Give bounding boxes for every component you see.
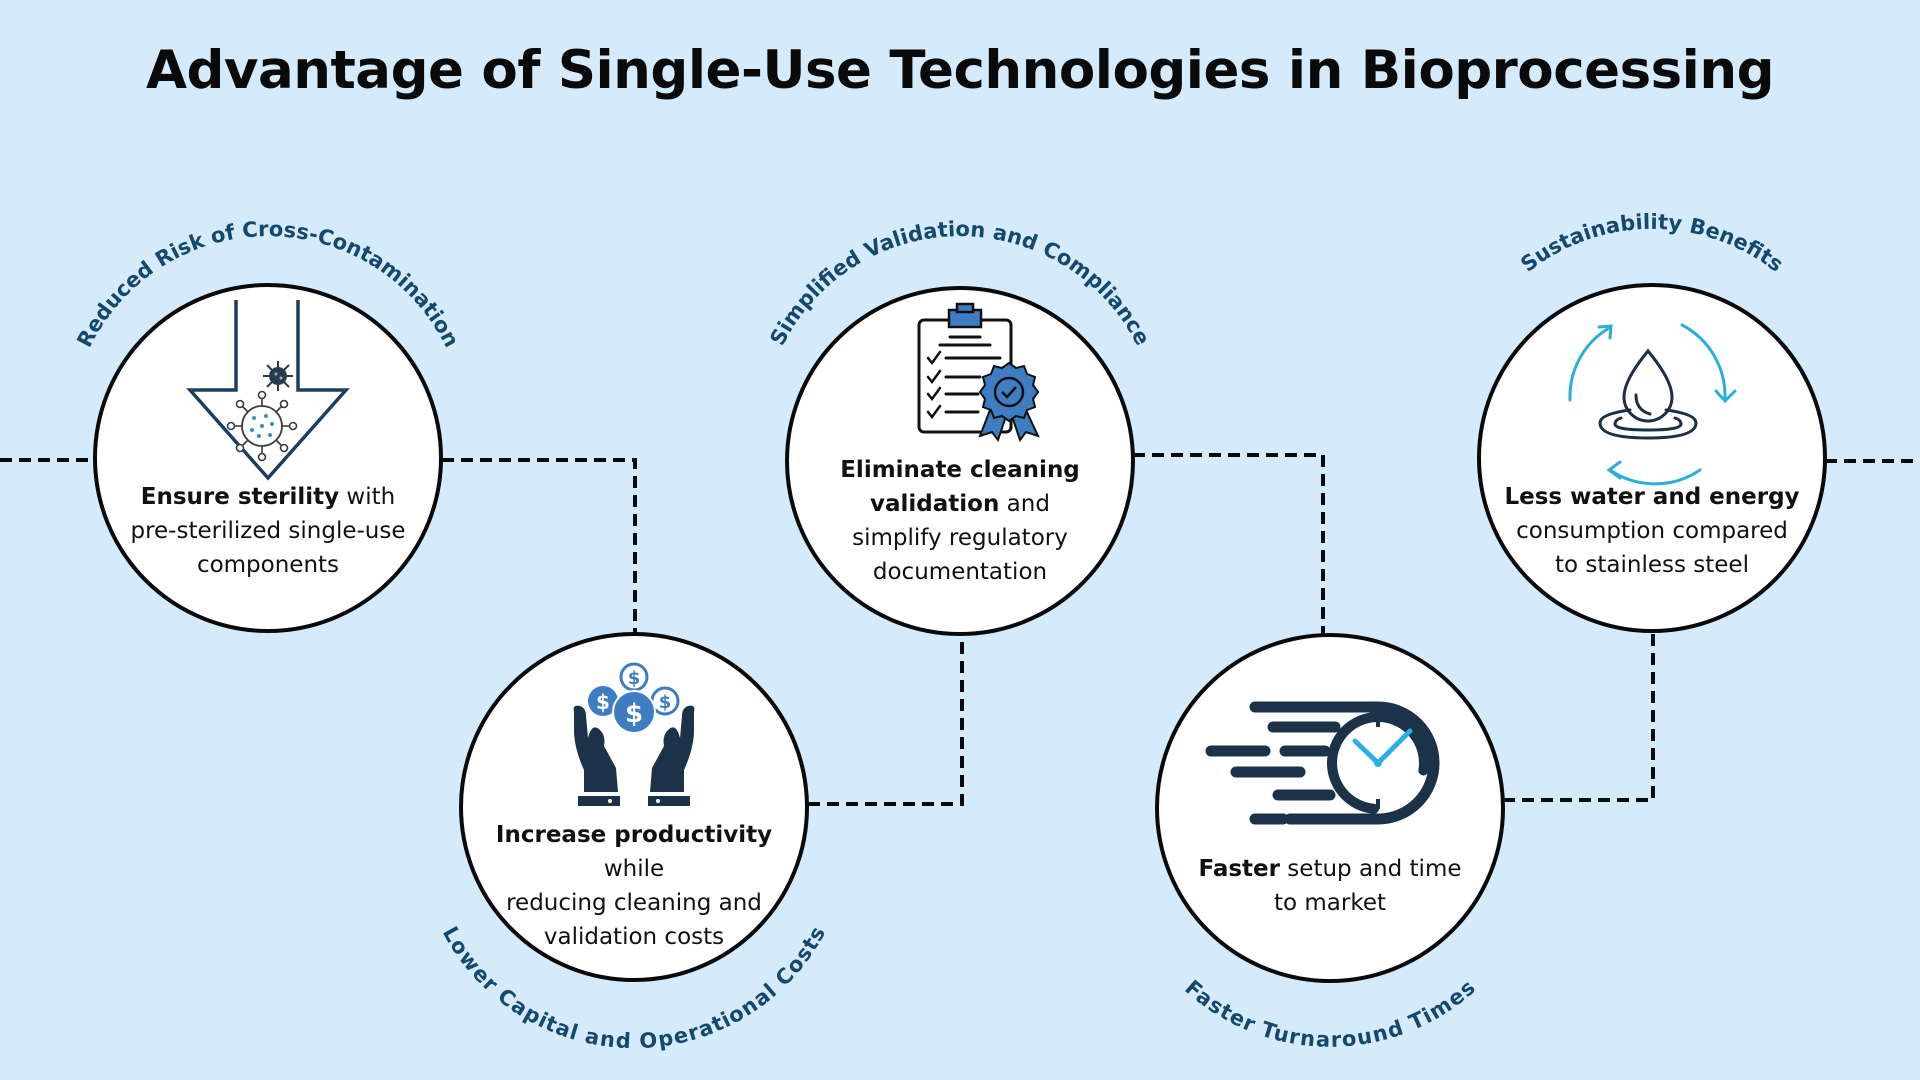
benefit-text-2-bold: Increase productivity <box>495 822 773 848</box>
hands-money-icon: $ $ $ $ <box>573 662 695 806</box>
benefit-circle-3 <box>785 286 1135 636</box>
benefit-circle-1 <box>93 283 443 633</box>
benefit-text-3: Eliminate cleaning validation and simpli… <box>840 457 1080 585</box>
water-drop-recycle-icon <box>1568 323 1737 486</box>
fast-clock-icon <box>1205 701 1440 825</box>
connectors <box>0 453 1920 806</box>
page-title: Advantage of Single-Use Technologies in … <box>145 40 1775 101</box>
benefit-circle-5 <box>1155 633 1505 983</box>
benefit-text-5-bold: Less water and energy <box>1504 484 1800 510</box>
connector-1-2 <box>442 458 637 633</box>
benefit-label-4: Faster Turnaround Times <box>1180 975 1479 1052</box>
svg-text:$: $ <box>659 692 672 713</box>
benefit-text-4-bold: Faster <box>1198 856 1280 882</box>
benefit-circle-2 <box>459 632 809 982</box>
benefit-label-5: Sustainability Benefits <box>1516 210 1788 277</box>
benefit-text-5: Less water and energy consumption compar… <box>1504 484 1800 578</box>
svg-text:$: $ <box>625 699 643 729</box>
svg-text:$: $ <box>596 690 610 714</box>
clipboard-certificate-icon <box>917 302 1040 443</box>
benefit-text-2: Increase productivity while reducing cle… <box>495 822 773 950</box>
connector-3-5 <box>1133 453 1325 635</box>
benefit-text-1: Ensure sterility with pre-sterilized sin… <box>130 484 406 578</box>
benefit-text-1-bold: Ensure sterility <box>140 484 340 510</box>
connector-2-3 <box>808 634 964 806</box>
connector-5-4 <box>1503 632 1655 802</box>
benefit-text-3-bold: Eliminate cleaning <box>840 457 1080 483</box>
benefit-circle-4 <box>1477 283 1827 633</box>
benefit-text-4: Faster setup and time to market <box>1198 856 1462 916</box>
svg-text:$: $ <box>628 668 641 689</box>
arrow-down-virus-icon <box>186 300 350 481</box>
